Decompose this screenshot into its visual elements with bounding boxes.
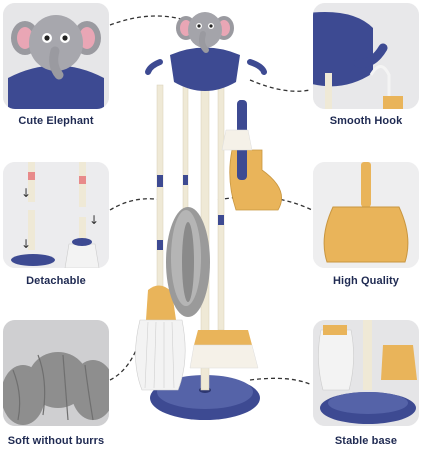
caption-stable-base: Stable base xyxy=(334,435,398,447)
svg-text:↓: ↓ xyxy=(21,237,31,251)
svg-text:↓: ↓ xyxy=(89,213,99,227)
caption-high-quality: High Quality xyxy=(333,275,399,287)
callout-lines xyxy=(109,15,313,386)
stand-pole xyxy=(200,69,210,391)
caption-cute-elephant: Cute Elephant xyxy=(18,115,94,127)
caption-smooth-hook: Smooth Hook xyxy=(329,115,403,127)
caption-detachable: Detachable xyxy=(26,275,86,287)
feature-image-stable-base xyxy=(313,320,419,426)
caption-soft-without-burrs: Soft without burrs xyxy=(7,435,105,447)
feature-image-cute-elephant xyxy=(3,3,109,109)
svg-text:↓: ↓ xyxy=(21,186,31,200)
elephant-topper xyxy=(145,12,267,91)
feature-image-soft-without-burrs xyxy=(3,320,109,426)
feature-image-high-quality xyxy=(313,162,419,268)
feature-image-detachable: ↓ ↓ ↓ xyxy=(3,162,109,268)
stand-base xyxy=(150,376,260,420)
feature-image-smooth-hook xyxy=(313,3,419,109)
